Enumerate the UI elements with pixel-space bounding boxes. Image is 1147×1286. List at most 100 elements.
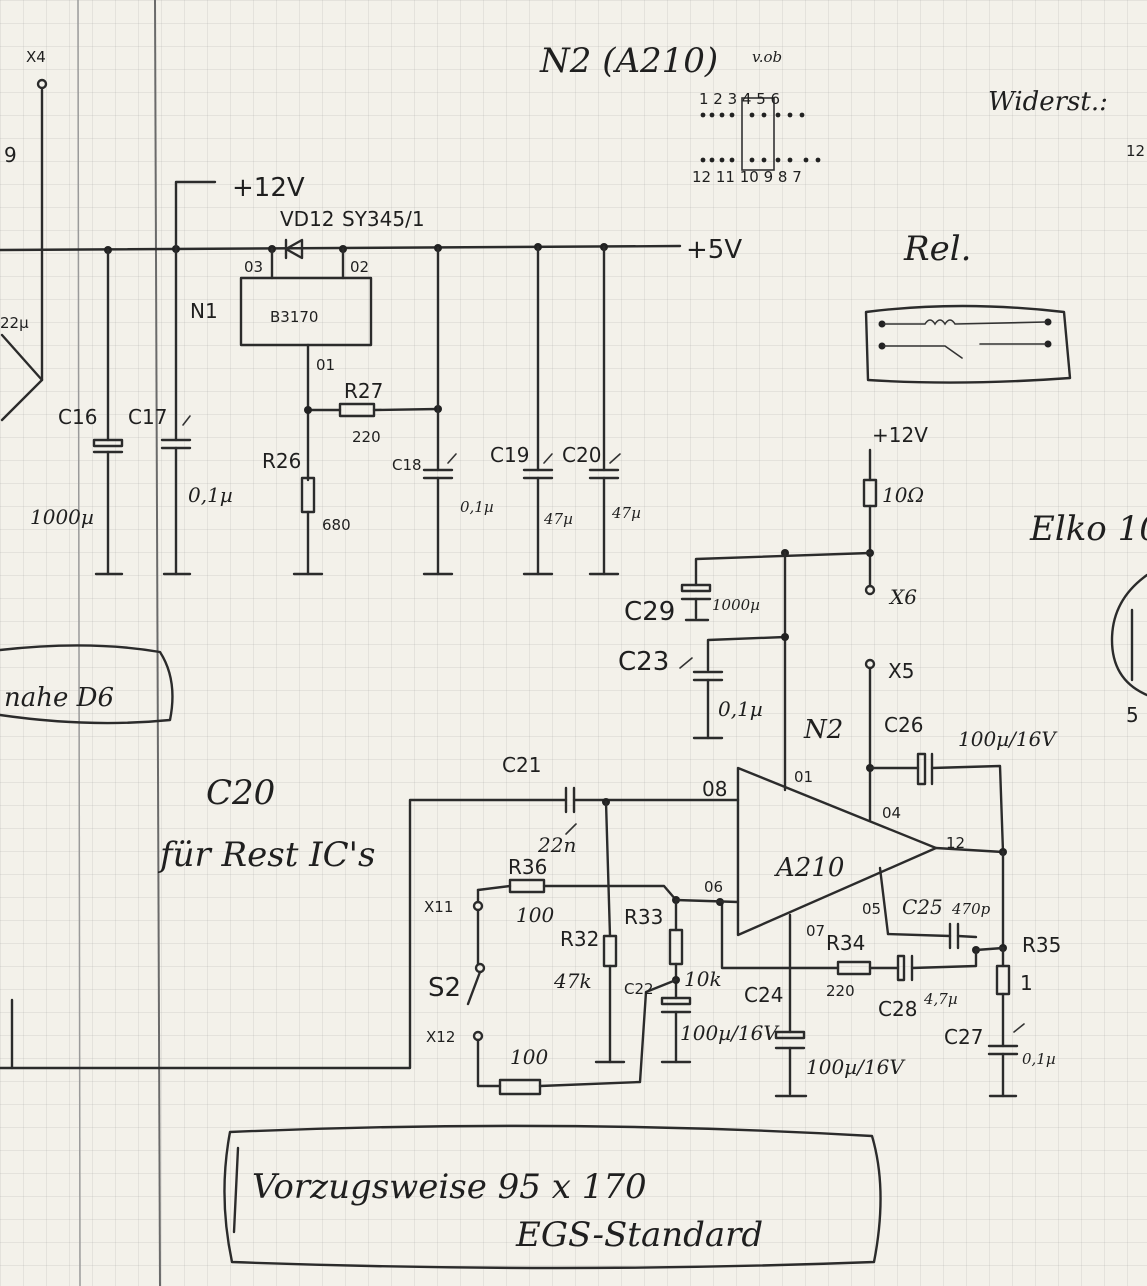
c28-label: C28 [878,997,917,1021]
elko-fragment [1110,573,1147,697]
capacitor-c29 [680,583,712,593]
resistor-r36 [508,878,546,894]
left-fragment-symbol [0,333,44,422]
pinout-chip-outline [741,97,775,171]
relay-contact [883,343,1047,359]
wire [674,898,740,904]
resistor-100-bottom [498,1078,542,1096]
elko-fragment-label: 5 [1126,703,1139,727]
pinout-bottom-numbers: 12 11 10 9 8 7 [692,168,802,186]
c16-value: 1000µ [30,505,94,529]
n1-label: N1 [190,299,218,323]
capacitor-c26 [916,752,927,786]
c22-label: C22 [624,980,654,998]
relay-coil [883,319,1047,326]
bottom-note-box [223,1124,882,1270]
c29-value: 1000µ [712,596,760,614]
resistor-10ohm [862,478,878,508]
amplifier-n2 [736,766,938,937]
paper-fold-line [154,0,161,1286]
plus12v-label: +12V [232,173,305,203]
pinout-view-label: v.ob [752,48,782,66]
n2-chip-label: A210 [774,853,844,883]
bottom-note-line2: EGS-Standard [515,1215,763,1255]
n2-pin6-label: 06 [704,878,723,896]
c18-label: C18 [392,456,422,474]
c20-value: 47µ [611,504,641,522]
resistor-r34 [836,960,872,976]
plus12v-x6-label: +12V [872,423,928,447]
resistor-r27 [338,402,376,418]
r34-value: 220 [826,982,855,1000]
s2-switch-lever [466,970,482,1006]
wire [720,900,840,970]
n2-pin12-label: 12 [946,834,965,852]
c20-label: C20 [562,443,601,467]
junction-dot [781,633,789,641]
c19-value: 47µ [543,510,573,528]
s2-switch-contact [474,962,486,974]
r26-label: R26 [262,449,301,473]
wire [974,946,1005,952]
c21-label: C21 [502,753,541,777]
n1-pin2-label: 02 [350,258,369,276]
polarity-marks [182,415,1025,1033]
vd12-part-label: SY345/1 [342,207,425,231]
wire [956,934,978,939]
rail-12v-wire [174,180,217,251]
x12-label: X12 [426,1028,455,1046]
c20-note-text: für Rest IC's [157,835,375,875]
c23-value: 0,1µ [718,697,763,721]
relay-box [864,304,1072,384]
c26-value: 100µ/16V [958,727,1058,751]
c17-value: 0,1µ [188,483,233,507]
c24-label: C24 [744,983,783,1007]
c26-label: C26 [884,713,923,737]
n2-pin8-label: 08 [702,777,727,801]
resistor-r32 [602,934,618,968]
wire [372,407,440,412]
n2-pin7-label: 07 [806,922,825,940]
r33-value: 10k [684,967,722,991]
elko-label: Elko 10 [1029,509,1147,549]
c23-label: C23 [618,647,669,677]
c24-value: 100µ/16V [806,1055,906,1079]
wire [542,884,678,902]
r27-label: R27 [344,379,383,403]
resistor-r26 [300,476,316,514]
r-x6-value: 10Ω [882,483,924,507]
x4-label: X4 [26,48,46,66]
pinout-top-numbers: 1 2 3 4 5 6 [699,90,780,108]
r35-value: 1 [1020,971,1033,995]
s2-label: S2 [428,973,461,1003]
capacitor-c22 [660,996,692,1006]
c29-label: C29 [624,597,675,627]
n2-pin1-label: 01 [794,768,813,786]
resistor-r33 [668,928,684,966]
wire [930,764,1005,854]
r33-label: R33 [624,905,663,929]
c27-label: C27 [944,1025,983,1049]
r-bottom-value: 100 [510,1045,548,1069]
wire [934,846,1005,854]
x6-label: X6 [888,585,917,609]
widerstand-label: Widerst.: [988,87,1108,117]
plus5v-label: +5V [686,235,742,265]
c19-label: C19 [490,443,529,467]
c16-label: C16 [58,405,97,429]
n2-pin5-label: 05 [862,900,881,918]
pinout-dots [700,112,821,163]
n2-pin4-label: 04 [882,804,901,822]
relay-title: Rel. [903,229,971,269]
capacitor-c24 [774,1030,806,1040]
wire [694,551,872,587]
r32-label: R32 [560,927,599,951]
r27-value: 220 [352,428,381,446]
r36-value: 100 [516,903,554,927]
widerstand-fragment: 12 [1126,142,1145,160]
n2-label: N2 [803,715,843,745]
c22-value: 100µ/16V [680,1021,780,1045]
wire [706,635,787,672]
